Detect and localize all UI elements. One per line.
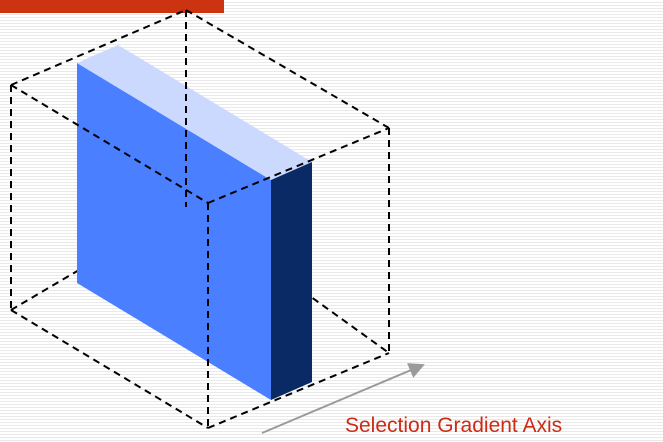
slab-side-face (271, 162, 312, 400)
axis-label: Selection Gradient Axis (345, 414, 563, 437)
title-accent-bar (0, 0, 224, 13)
box-edge (185, 9, 390, 129)
arrow-icon (261, 363, 425, 434)
box-edge (10, 9, 187, 86)
slab-front-face (77, 63, 271, 400)
bounding-box-front-edges (10, 9, 390, 429)
box-edge (207, 127, 390, 204)
slab-top-face (77, 45, 312, 180)
box-edge (10, 309, 209, 429)
box-edge (207, 352, 390, 429)
box-edge (10, 84, 209, 204)
